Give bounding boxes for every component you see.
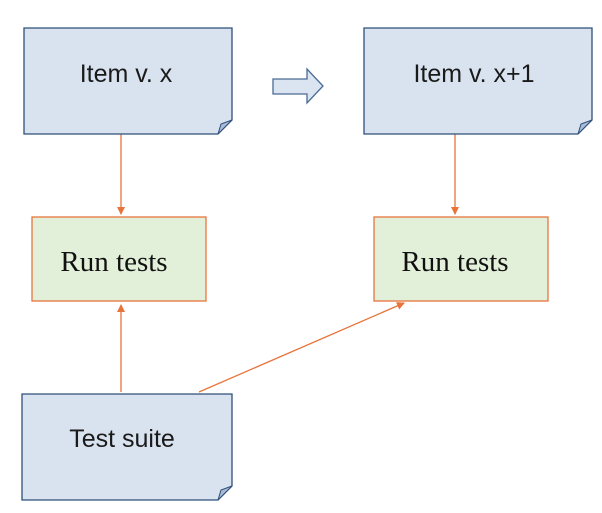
document-item-vx: Item v. x xyxy=(23,27,233,135)
process-run-tests-left: Run tests xyxy=(31,216,207,302)
process-label: Run tests xyxy=(60,246,167,278)
document-item-vx1: Item v. x+1 xyxy=(363,27,593,135)
right-block-arrow-icon xyxy=(272,67,324,105)
document-label: Item v. x xyxy=(80,60,173,88)
process-box xyxy=(373,216,549,302)
folded-corner-icon xyxy=(577,119,593,135)
process-run-tests-right: Run tests xyxy=(373,216,549,302)
folded-corner-icon xyxy=(217,119,233,135)
folded-corner-icon xyxy=(217,485,233,501)
document-test-suite: Test suite xyxy=(21,393,233,501)
document-label: Item v. x+1 xyxy=(413,60,534,88)
document-label: Test suite xyxy=(69,425,175,453)
connector-test-suite-to-run-tests-right xyxy=(198,302,405,393)
process-label: Run tests xyxy=(401,246,508,278)
process-box xyxy=(31,216,207,302)
